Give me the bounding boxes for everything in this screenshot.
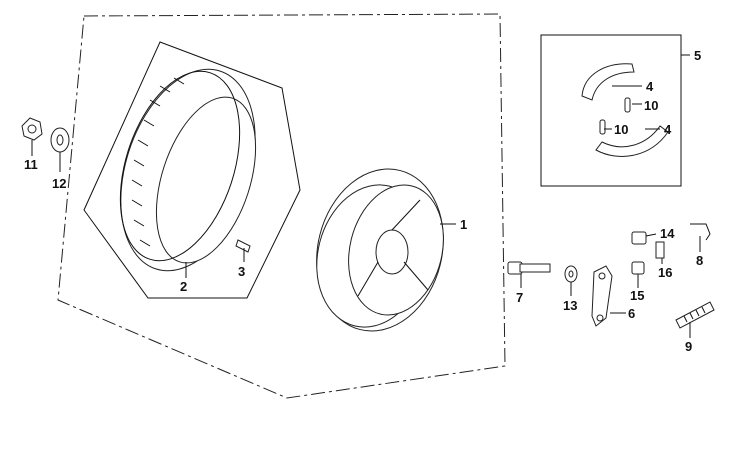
callout-1: 1: [460, 217, 467, 232]
callout-16: 16: [658, 265, 672, 280]
callout-15: 15: [630, 288, 644, 303]
callout-8: 8: [696, 253, 703, 268]
brake-shoe-box: [540, 34, 682, 187]
small-washer: [564, 265, 578, 283]
callout-10a: 10: [644, 98, 658, 113]
axle-bolt: [507, 261, 551, 275]
valve: [235, 239, 251, 253]
callout-2: 2: [180, 279, 187, 294]
wheel-rim: [316, 168, 444, 332]
callout-7: 7: [516, 290, 523, 305]
washer: [50, 127, 70, 153]
callout-13: 13: [563, 298, 577, 313]
nut: [21, 117, 43, 141]
callout-10b: 10: [614, 122, 628, 137]
callout-9: 9: [685, 339, 692, 354]
leader-lines: [31, 54, 701, 338]
callout-4a: 4: [646, 79, 654, 94]
brake-shoes: [581, 63, 669, 157]
callout-12: 12: [52, 176, 66, 191]
callout-3: 3: [238, 264, 245, 279]
assembly-outline: [57, 13, 506, 399]
callout-14: 14: [660, 226, 675, 241]
spring: [675, 301, 715, 329]
callout-6: 6: [628, 306, 635, 321]
brake-arm: [591, 265, 613, 327]
tire: [119, 68, 257, 272]
tire-group-outline: [83, 41, 301, 299]
callout-11: 11: [24, 157, 38, 172]
callout-4b: 4: [664, 122, 672, 137]
spring-pin: [690, 223, 711, 241]
callout-5: 5: [694, 48, 701, 63]
